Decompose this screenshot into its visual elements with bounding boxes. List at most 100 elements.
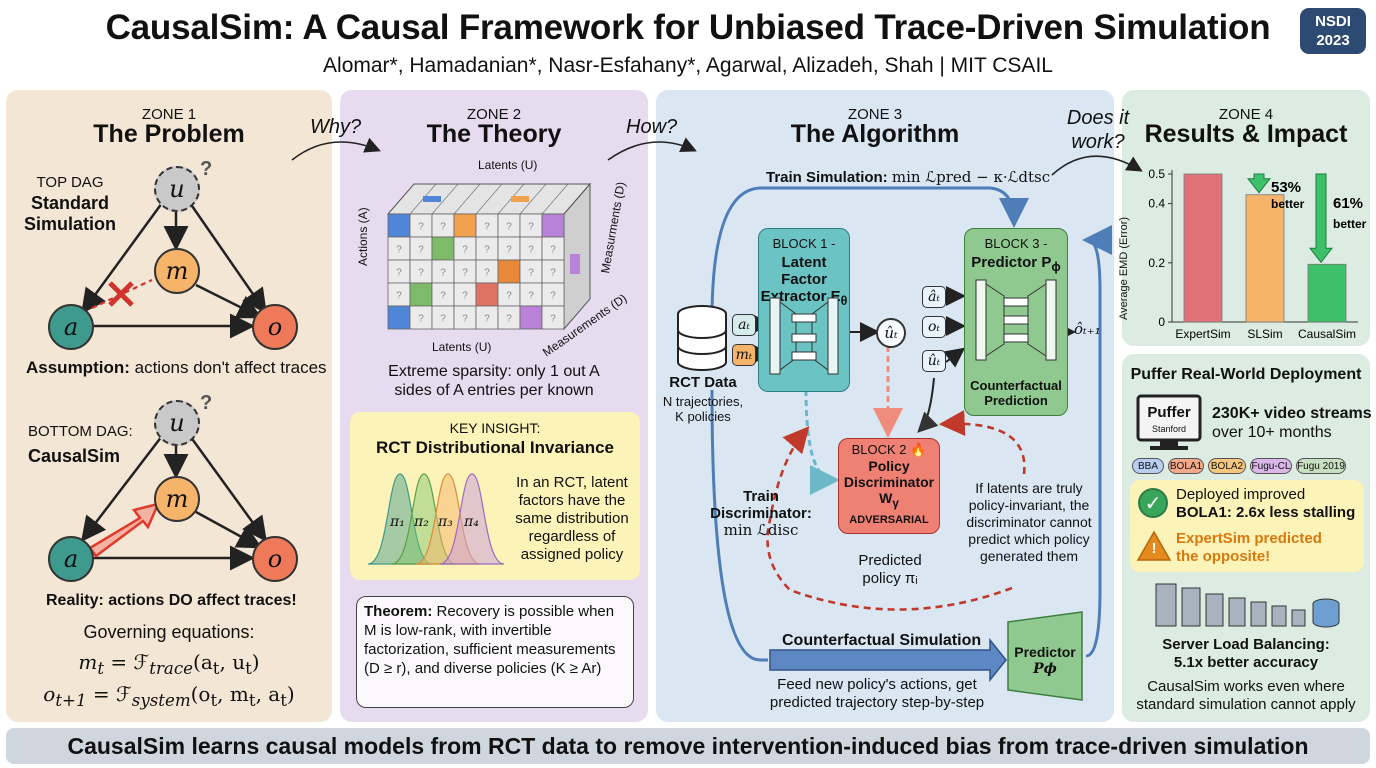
block1-title2-text: Extractor E <box>760 288 841 305</box>
svg-text:?: ? <box>550 314 556 325</box>
load-balancing-text: Server Load Balancing: 5.1x better accur… <box>1122 636 1370 672</box>
svg-text:?: ? <box>418 245 424 256</box>
svg-text:?: ? <box>462 245 468 256</box>
block3-title: Predictor Pϕ <box>964 254 1068 274</box>
top-dag-label: TOP DAG Standard Simulation <box>22 172 118 235</box>
zone3-tag: ZONE 3 <box>847 106 903 123</box>
svg-text:?: ? <box>506 245 512 256</box>
node-m-top: m <box>154 248 200 294</box>
block3-input-ut: ûₜ <box>922 350 946 372</box>
cf-sim-line2: predicted trajectory step-by-step <box>769 694 985 711</box>
node-u-bottom: u <box>154 400 200 446</box>
svg-text:?: ? <box>528 291 534 302</box>
zone4-heading: Results & Impact <box>1144 120 1348 148</box>
svg-text:?: ? <box>396 291 402 302</box>
block2-sub: γ <box>892 496 899 510</box>
block1-title2: Extractor Eθ <box>758 288 850 310</box>
rct-line1: N trajectories, <box>662 394 744 409</box>
bottom-dag-title: CausalSim <box>28 446 121 466</box>
pi3-label: π₃ <box>438 514 453 530</box>
svg-text:?: ? <box>506 291 512 302</box>
svg-text:?: ? <box>440 268 446 279</box>
eq2-o: o <box>43 682 56 706</box>
does-it-work-label: Does it work? <box>1058 106 1138 154</box>
node-a-top: a <box>48 304 94 350</box>
zone3-heading: The Algorithm <box>790 120 960 148</box>
authors-line: Alomar*, Hamadanian*, Nasr-Esfahany*, Ag… <box>323 54 1053 77</box>
block3-caption2: Prediction <box>984 393 1048 408</box>
puffer-sub: Stanford <box>1151 424 1187 434</box>
block1-title: Latent Factor Extractor Eθ <box>758 254 850 310</box>
check-icon: ✓ <box>1138 488 1168 518</box>
does-it-line1: Does it <box>1066 107 1130 129</box>
puffer-logo: Puffer <box>1147 404 1191 421</box>
bottom-dag-label: BOTTOM DAG: CausalSim <box>28 420 133 468</box>
svg-text:?: ? <box>550 268 556 279</box>
poster-title: CausalSim: A Causal Framework for Unbias… <box>105 8 1271 47</box>
svg-text:?: ? <box>484 268 490 279</box>
does-it-line2: work? <box>1071 131 1125 153</box>
train-sim-formula: min ℒpred − κ·ℒdtsc <box>891 168 1051 186</box>
svg-text:?: ? <box>506 314 512 325</box>
causal-arrow <box>88 502 161 558</box>
block2-title3: Wγ <box>838 490 940 512</box>
svg-text:?: ? <box>440 314 446 325</box>
cube-label-top: Latents (U) <box>478 158 538 172</box>
block1-tag: BLOCK 1 - <box>772 236 836 251</box>
predicted-line2: policy πᵢ <box>862 570 918 587</box>
block2-adversarial: ADVERSARIAL <box>849 514 929 526</box>
block2-tag-text: BLOCK 2 <box>851 442 907 457</box>
svg-text:?: ? <box>418 268 424 279</box>
how-arrow <box>607 137 697 161</box>
bottom-dag-tag: BOTTOM DAG: <box>28 423 133 440</box>
eq2-t1: t+1 <box>55 691 87 710</box>
pi2-label: π₂ <box>414 514 429 530</box>
streams-line2: over 10+ months <box>1212 424 1332 441</box>
block2-tag: BLOCK 2 🔥 <box>838 442 940 458</box>
venue-badge: NSDI 2023 <box>1300 8 1366 54</box>
improvement-sub: better <box>1271 197 1305 211</box>
eq2-mt: t <box>248 691 256 710</box>
svg-text:?: ? <box>550 245 556 256</box>
block1-title1: Latent Factor <box>781 254 827 288</box>
svg-text:?: ? <box>528 268 534 279</box>
footer-banner: CausalSim learns causal models from RCT … <box>6 728 1370 764</box>
svg-text:?: ? <box>418 314 424 325</box>
chart-xtick-label: CausalSim <box>1298 327 1356 341</box>
warning-mark: ! <box>1151 540 1157 557</box>
assumption-bold: Assumption: <box>26 358 130 377</box>
svg-text:?: ? <box>484 245 490 256</box>
eq2-ot: t <box>210 691 218 710</box>
svg-text:?: ? <box>440 291 446 302</box>
block3-title-text: Predictor P <box>971 254 1052 271</box>
chart-xtick-label: SLSim <box>1247 327 1282 341</box>
predicted-line1: Predicted <box>858 552 922 569</box>
eq1-eq: = ℱ <box>110 650 150 674</box>
deployed-text: Deployed improved BOLA1: 2.6x less stall… <box>1176 486 1355 522</box>
block3-input-ot: oₜ <box>922 316 946 338</box>
governing-title: Governing equations: <box>83 622 255 642</box>
eq1-m: m <box>78 650 98 674</box>
theorem-text: Theorem: Recovery is possible when M is … <box>364 602 628 678</box>
improvement-percent: 61% <box>1333 195 1363 212</box>
svg-text:?: ? <box>528 245 534 256</box>
cf-sim-title: Counterfactual Simulation <box>782 632 982 649</box>
assumption-text: Assumption: actions don't affect traces <box>26 358 327 378</box>
svg-text:?: ? <box>462 268 468 279</box>
eq1-t: t <box>97 659 105 678</box>
svg-text:?: ? <box>506 222 512 233</box>
block2-discriminator <box>838 438 940 534</box>
predictor-sub: Pϕ <box>1033 661 1057 677</box>
why-arrow <box>291 137 381 161</box>
algorithm-pill: BBA <box>1132 458 1164 474</box>
eq1-end: ) <box>251 650 260 674</box>
deployment-title: Puffer Real-World Deployment <box>1130 366 1362 383</box>
eq1-a: (a <box>193 650 213 674</box>
pi4-label: π₄ <box>464 514 479 530</box>
theorem-body: Recovery is possible when M is low-rank,… <box>364 603 616 677</box>
svg-text:?: ? <box>550 291 556 302</box>
rct-line2: K policies <box>675 409 731 424</box>
